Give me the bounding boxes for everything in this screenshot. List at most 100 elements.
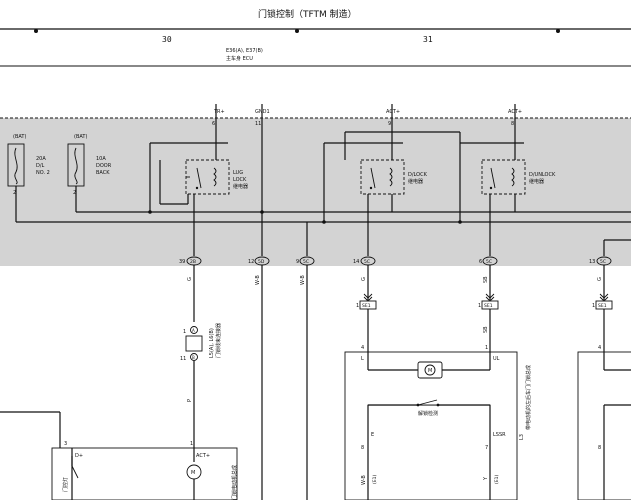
door-motor-body [417,361,443,379]
actuator-pin: 4 [361,345,364,351]
junction-id: SE1 [362,303,371,309]
back-door-assembly-label: 门锁电动机总成 [231,465,238,500]
wire-code: P [187,399,193,402]
fuse-rating: 20A [36,156,46,162]
relay-switch [370,167,376,189]
relay-contact [195,186,199,190]
splice-label: (E1) [372,475,378,484]
relay-d-lock-box [360,159,405,195]
back-door-terminal: D+ [75,453,83,459]
fuse-pin: 2 [73,190,76,196]
ecu-connector-code: E36(A), E37(B) [226,48,263,54]
actuator-name: 带电动机的左后车门门锁总成 [525,365,532,430]
column-marker [34,29,38,33]
ecu-pin-name: TR+ [213,109,225,115]
splice-label: (E1) [494,475,500,484]
relay-contact [489,186,493,190]
junction-se1-c: 1 SE1 [592,293,613,310]
back-door-pin: 3 [64,441,67,447]
actuator-terminal: UL [493,356,500,362]
wire-code: G [187,277,193,281]
back-door-terminal: ACT+ [196,453,210,459]
diagram-title: 门锁控制（TFTM 制造） [258,8,357,20]
connector-id: 5C [364,259,370,265]
relay-d-unlock-box [481,159,526,195]
ecu-pin-name: ACT+ [386,109,400,115]
back-door-switch-label: 门控灯 [62,477,69,492]
connector-pin: 9 [296,259,299,265]
connector-id: 5C [600,259,606,265]
right-door-lock-box [577,351,631,500]
fuse-source: (BAT) [74,134,87,140]
relay-coil-icon [389,167,393,187]
wire-code: SB [483,326,489,333]
lug-connector-name: 门锁线束连接器 [215,323,222,358]
junction-pin: 1 [592,303,595,309]
back-door-pin: 1 [190,441,193,447]
actuator-pin: 1 [485,345,488,351]
sensor-contact [416,403,420,407]
connector-id: 5D [258,259,265,265]
connector-pin: 12 [248,259,254,265]
back-door-switch [71,465,79,479]
lug-pin: 1 [183,329,186,335]
ecu-body-box [0,118,631,266]
relay-label: LOCK [233,177,247,183]
column-number-30: 30 [162,35,172,44]
column-number-31: 31 [423,35,433,44]
fuse-name: NO. 2 [36,170,50,176]
wire-code: SB [483,276,489,283]
actuator-pin: 8 [361,445,364,451]
junction-se1-b: 1 SE1 [478,293,499,310]
wire-code: Y [483,476,489,481]
door-motor-icon [424,364,436,376]
wire-code: W-B [255,275,261,285]
wire-code: W-B [361,475,367,485]
lug-connector-box [185,335,203,352]
connector-id: 5C [486,259,492,265]
column-marker [295,29,299,33]
sensor-switch [417,399,438,406]
back-door-motor-label: M [191,470,195,476]
right-actuator-pin: 4 [598,345,601,351]
fuse-source: (BAT) [13,134,26,140]
lug-pin: 11 [180,356,186,362]
actuator-terminal: L [361,356,364,362]
junction-se1-a: 1 SE1 [356,293,377,310]
right-actuator-pin: 8 [598,445,601,451]
connector-id: 5C [303,259,309,265]
connector-pin: 13 [589,259,595,265]
relay-contact [369,186,373,190]
actuator-terminal: E [371,432,374,438]
relay-coil-icon [213,167,217,187]
connector-pin: 6 [479,259,482,265]
ecu-name: 主车身 ECU [226,55,253,62]
relay-label: 继电器 [233,183,248,190]
wire-code: G [361,277,367,281]
relay-label: 继电器 [408,178,423,185]
ecu-pin-number: 6 [212,121,215,127]
fuse-icon [74,147,78,185]
column-marker [556,29,560,33]
fuse-name: BACK [96,170,110,176]
junction-pin: 1 [356,303,359,309]
junction-pin: 1 [478,303,481,309]
wire-code: G [597,277,603,281]
back-door-lock-box [51,447,238,500]
connector-pin: 39 [179,259,185,265]
lug-pin-marker [190,353,198,361]
junction-id: SE1 [598,303,607,309]
lug-connector-code: L5(A), L6(B) [209,328,215,358]
fuse-icon [14,147,18,185]
sensor-contact [436,403,440,407]
relay-label: D/UNLOCK [529,172,556,178]
actuator-pin: 7 [485,445,488,451]
relay-coil-icon [511,167,515,187]
door-motor-label: M [428,368,432,374]
door-lock-assembly-box [344,351,518,500]
relay-label: 继电器 [529,178,544,185]
ecu-pin-number: 11 [255,121,261,127]
fuse-name: D/L [36,163,45,169]
